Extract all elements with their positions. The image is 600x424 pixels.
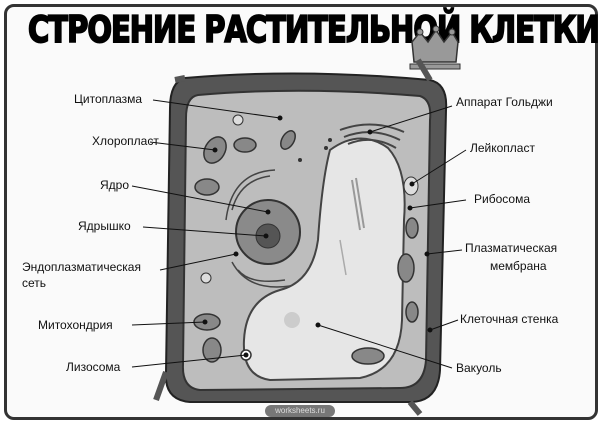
label-membrane-line2: мембрана [490,259,547,273]
label-golgi: Аппарат Гольджи [456,95,553,109]
label-cytoplasm: Цитоплазма [74,92,143,106]
label-ribosome: Рибосома [474,192,530,206]
mitochondrion [280,130,296,150]
label-leucoplast: Лейкопласт [470,141,535,155]
crown-icon [409,25,461,70]
chloroplast [194,178,220,196]
mitochondrion [405,301,419,323]
label-nucleus: Ядро [100,178,130,192]
label-lysosome: Лизосома [66,360,121,374]
label-er-line1: Эндоплазматическая [22,260,141,274]
leader-lines [131,99,467,369]
chloroplast [351,347,385,365]
label-er-line2: сеть [22,276,47,290]
chloroplast [202,337,222,363]
label-nucleolus: Ядрышко [78,219,131,233]
label-mitochondrion: Митохондрия [38,318,113,332]
label-cell-wall: Клеточная стенка [460,312,559,326]
chloroplast [397,253,415,283]
label-chloroplast: Хлоропласт [92,134,159,148]
mitochondrion [405,217,419,239]
mitochondrion [233,137,257,153]
diagram-title: СТРОЕНИЕ РАСТИТЕЛЬНОЙ КЛЕТКИ [27,7,600,51]
endoplasmic-reticulum [225,169,291,288]
watermark-logo: worksheets.ru [265,405,335,417]
label-membrane-line1: Плазматическая [465,241,558,255]
label-vacuole: Вакуоль [456,361,502,375]
